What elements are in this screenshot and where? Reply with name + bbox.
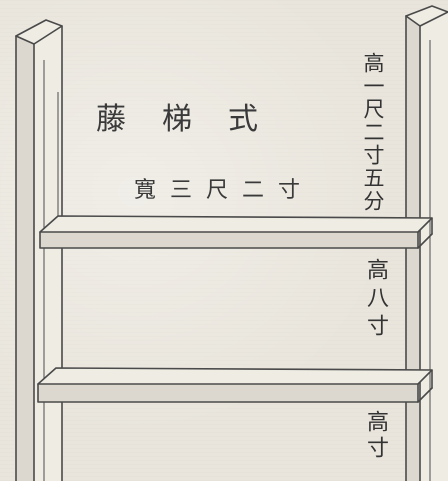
lower-rung — [37, 367, 433, 403]
left-post — [15, 19, 63, 481]
upper-rung — [39, 215, 433, 249]
bottom-height-label: 高寸 — [363, 410, 388, 462]
diagram-title: 藤梯式 — [96, 102, 294, 137]
top-height-label: 高一尺二寸五分 — [361, 52, 385, 213]
middle-height-label: 高八寸 — [363, 258, 388, 342]
width-dimension-label: 寬三尺二寸 — [134, 178, 315, 203]
